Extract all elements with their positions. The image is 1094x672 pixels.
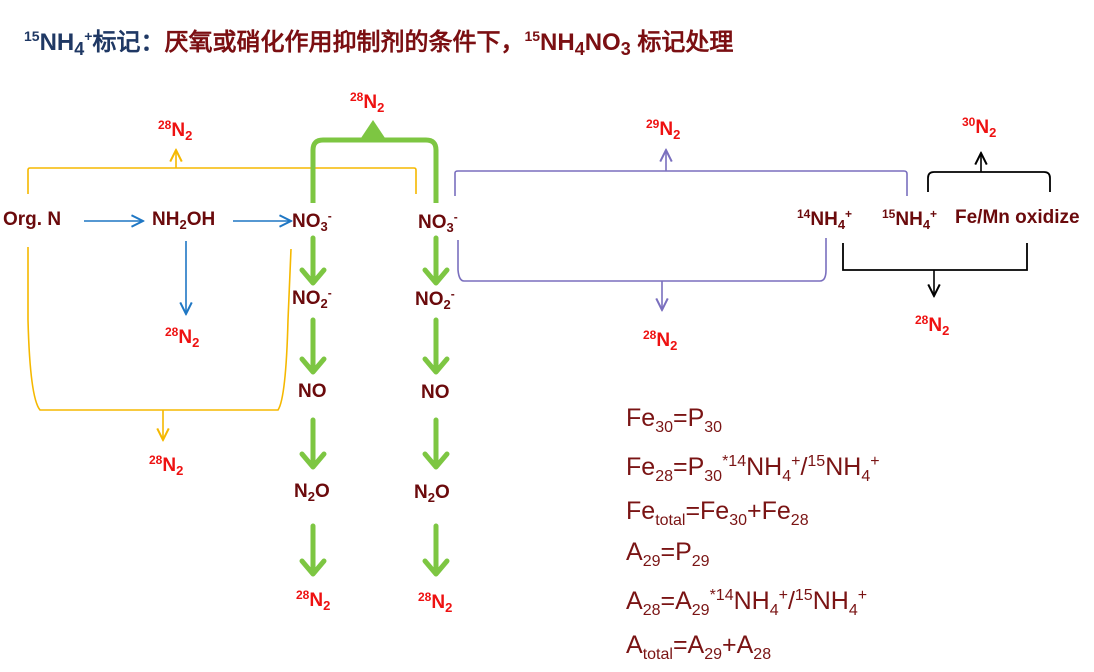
- a-eq-2: A28=A29*14NH4+/15NH4+: [626, 587, 868, 619]
- product-28n2-purple: 28N2: [643, 328, 678, 353]
- product-28n2-green-top: 28N2: [350, 90, 385, 115]
- fe-eq-3: Fetotal=Fe30+Fe28: [626, 497, 809, 529]
- species-n2o-left: N2O: [294, 481, 330, 504]
- species-no3-right: NO3-: [418, 210, 458, 235]
- species-nh2oh: NH2OH: [152, 209, 216, 232]
- product-28n2-denit-left: 28N2: [296, 588, 331, 613]
- green-pathway: [310, 120, 439, 203]
- title-prefix: 15NH4+标记：: [24, 28, 165, 59]
- page-title: 15NH4+标记：厌氧或硝化作用抑制剂的条件下，15NH4NO3 标记处理: [24, 22, 733, 60]
- green-down-arrows: [299, 235, 450, 577]
- species-org-n: Org. N: [3, 209, 62, 230]
- green-arrow-col2-step2: [422, 317, 450, 375]
- fe-eq-1: Fe30=P30: [626, 404, 723, 436]
- blue-arrows: [84, 221, 291, 314]
- species-no3-left: NO3-: [292, 209, 332, 234]
- black-bracket-top: [927, 171, 1051, 192]
- green-arrow-col2-step4: [422, 523, 450, 577]
- yellow-bracket-bottom: [27, 247, 292, 411]
- a-eq-3: Atotal=A29+A28: [626, 631, 772, 663]
- species-n2o-right: N2O: [414, 482, 450, 505]
- species-no2-right: NO2-: [415, 287, 455, 312]
- fe-eq-2: Fe28=P30*14NH4+/15NH4+: [626, 453, 880, 485]
- title-main: 厌氧或硝化作用抑制剂的条件下，15NH4NO3 标记处理: [164, 28, 734, 59]
- black-brackets: [842, 153, 1051, 296]
- pathway-diagram: [27, 120, 1051, 577]
- purple-bracket-top: [454, 170, 908, 196]
- green-bracket-top: [310, 137, 439, 203]
- green-arrow-col1-step3: [299, 417, 327, 470]
- green-arrow-col1-step1: [299, 235, 327, 286]
- product-30n2: 30N2: [962, 115, 997, 140]
- species-fe-mn-oxidize: Fe/Mn oxidize: [955, 207, 1080, 228]
- a-eq-1: A29=P29: [626, 538, 710, 570]
- green-arrow-up-head: [361, 120, 385, 138]
- product-28n2-nh2oh: 28N2: [165, 325, 200, 350]
- purple-bracket: [454, 150, 908, 310]
- black-bracket-bottom: [842, 243, 1028, 271]
- product-28n2-yellow-bottom: 28N2: [149, 453, 184, 478]
- species-15nh4: 15NH4+: [882, 207, 938, 232]
- a-equations: A29=P29 A28=A29*14NH4+/15NH4+ Atotal=A29…: [626, 535, 867, 672]
- purple-bracket-bottom: [457, 238, 827, 282]
- species-14nh4: 14NH4+: [797, 207, 853, 232]
- product-28n2-yellow-top: 28N2: [158, 118, 193, 143]
- species-no-right: NO: [421, 382, 450, 403]
- product-28n2-denit-right: 28N2: [418, 590, 453, 615]
- product-28n2-black: 28N2: [915, 313, 950, 338]
- green-arrow-col1-step2: [299, 317, 327, 375]
- fe-equations: Fe30=P30 Fe28=P30*14NH4+/15NH4+ Fetotal=…: [626, 401, 880, 538]
- green-arrow-col2-step3: [422, 417, 450, 470]
- product-29n2: 29N2: [646, 117, 681, 142]
- species-no2-left: NO2-: [292, 286, 332, 311]
- yellow-bracket-top: [27, 167, 417, 194]
- yellow-bracket: [27, 150, 417, 440]
- green-arrow-col2-step1: [422, 235, 450, 286]
- species-no-left: NO: [298, 381, 327, 402]
- green-arrow-col1-step4: [299, 523, 327, 577]
